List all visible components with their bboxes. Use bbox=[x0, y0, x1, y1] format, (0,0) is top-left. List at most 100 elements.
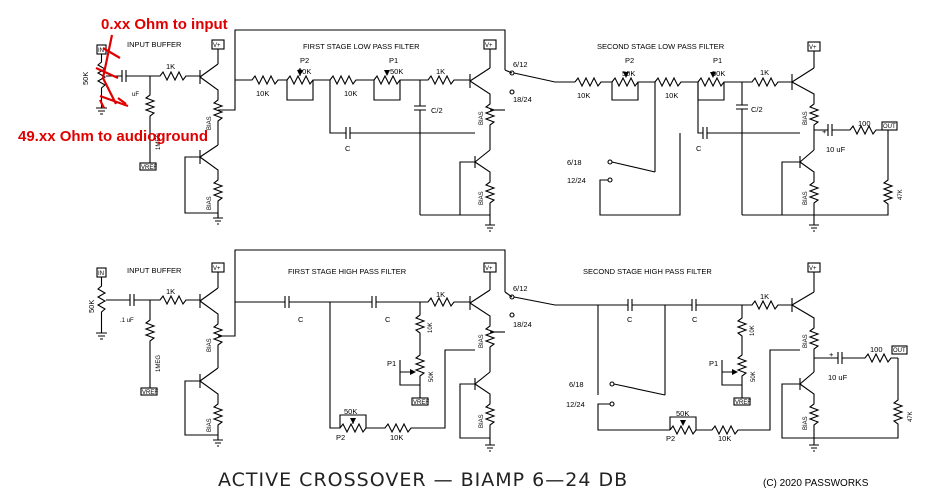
svg-text:P2: P2 bbox=[625, 56, 634, 65]
svg-text:V+: V+ bbox=[213, 266, 221, 272]
page-title: ACTIVE CROSSOVER — BIAMP 6—24 DB bbox=[218, 469, 628, 491]
svg-text:6/18: 6/18 bbox=[569, 380, 584, 389]
svg-text:BIAS: BIAS bbox=[479, 111, 485, 125]
svg-text:BIAS: BIAS bbox=[207, 116, 213, 130]
svg-text:V+: V+ bbox=[213, 43, 221, 49]
svg-text:V+: V+ bbox=[485, 266, 493, 272]
order-switch-bottom: 6/12 18/24 bbox=[504, 284, 598, 329]
svg-text:P1: P1 bbox=[387, 359, 396, 368]
svg-text:47K: 47K bbox=[908, 411, 914, 422]
svg-text:C: C bbox=[627, 315, 633, 324]
svg-text:10K: 10K bbox=[665, 91, 678, 100]
svg-text:50K: 50K bbox=[622, 69, 635, 78]
annotation-bottom: 49.xx Ohm to audioground bbox=[18, 128, 208, 145]
svg-text:VREF: VREF bbox=[413, 400, 429, 406]
svg-text:C: C bbox=[696, 144, 702, 153]
svg-text:BIAS: BIAS bbox=[207, 338, 213, 352]
svg-text:BIAS: BIAS bbox=[479, 414, 485, 428]
svg-text:P2: P2 bbox=[336, 433, 345, 442]
second-stage-low-pass: SECOND STAGE LOW PASS FILTER 10K P2 50K … bbox=[567, 41, 904, 232]
svg-text:V+: V+ bbox=[809, 266, 817, 272]
svg-text:50K: 50K bbox=[390, 67, 403, 76]
svg-text:6/12: 6/12 bbox=[513, 284, 528, 293]
annotation-top: 0.xx Ohm to input bbox=[101, 16, 228, 33]
svg-text:10 uF: 10 uF bbox=[828, 373, 848, 382]
svg-text:10K: 10K bbox=[750, 325, 756, 336]
svg-text:18/24: 18/24 bbox=[513, 320, 532, 329]
svg-text:47K: 47K bbox=[898, 189, 904, 200]
svg-text:P1: P1 bbox=[389, 56, 398, 65]
svg-text:P2: P2 bbox=[300, 56, 309, 65]
svg-text:C/2: C/2 bbox=[431, 106, 443, 115]
first-stage-high-pass: FIRST STAGE HIGH PASS FILTER C C 1K 10K … bbox=[235, 262, 505, 452]
svg-text:50K: 50K bbox=[298, 67, 311, 76]
svg-text:.1 uF: .1 uF bbox=[120, 318, 134, 324]
svg-text:50K: 50K bbox=[429, 371, 435, 382]
svg-text:BIAS: BIAS bbox=[803, 111, 809, 125]
first-stage-low-pass: FIRST STAGE LOW PASS FILTER 10K P2 50K 1… bbox=[235, 39, 505, 232]
svg-text:10K: 10K bbox=[390, 433, 403, 442]
svg-text:SECOND STAGE LOW PASS FILTER: SECOND STAGE LOW PASS FILTER bbox=[597, 42, 725, 51]
svg-text:10K: 10K bbox=[344, 89, 357, 98]
vref-box-top bbox=[139, 162, 157, 171]
svg-text:10K: 10K bbox=[577, 91, 590, 100]
svg-text:BIAS: BIAS bbox=[207, 196, 213, 210]
svg-text:50K: 50K bbox=[712, 69, 725, 78]
high-pass-channel: IN 50K .1 uF 1MEG VREF 1K INPUT BUFFER V… bbox=[87, 249, 914, 452]
svg-text:+: + bbox=[829, 350, 834, 359]
svg-text:BIAS: BIAS bbox=[803, 416, 809, 430]
svg-text:18/24: 18/24 bbox=[513, 95, 532, 104]
svg-text:50K: 50K bbox=[344, 407, 357, 416]
second-stage-high-pass: SECOND STAGE HIGH PASS FILTER C C 1K 6/1… bbox=[566, 262, 914, 452]
input-buffer-title-top: INPUT BUFFER bbox=[127, 40, 182, 49]
svg-text:C: C bbox=[298, 315, 304, 324]
svg-text:BIAS: BIAS bbox=[479, 191, 485, 205]
svg-text:10K: 10K bbox=[428, 322, 434, 333]
input-buffer-top: IN 50K uF 1MEG VREF 1K INPUT BUFFER V+ B… bbox=[81, 29, 506, 225]
svg-text:C: C bbox=[345, 144, 351, 153]
low-pass-channel: IN 50K uF 1MEG VREF 1K INPUT BUFFER V+ B… bbox=[81, 29, 904, 232]
svg-text:1K: 1K bbox=[760, 292, 769, 301]
cin-label-top: uF bbox=[132, 92, 139, 98]
r1k-buffer-top: 1K bbox=[166, 62, 175, 71]
svg-text:VREF: VREF bbox=[142, 390, 158, 396]
svg-text:1K: 1K bbox=[436, 290, 445, 299]
svg-text:INPUT BUFFER: INPUT BUFFER bbox=[127, 266, 182, 275]
r1meg-top: 1MEG bbox=[156, 133, 162, 150]
input-buffer-bottom: IN 50K .1 uF 1MEG VREF 1K INPUT BUFFER V… bbox=[87, 249, 506, 447]
svg-text:C/2: C/2 bbox=[751, 105, 763, 114]
svg-text:100: 100 bbox=[870, 345, 883, 354]
svg-text:6/18: 6/18 bbox=[567, 158, 582, 167]
svg-text:12/24: 12/24 bbox=[566, 400, 585, 409]
svg-text:OUT: OUT bbox=[883, 124, 896, 130]
svg-text:OUT: OUT bbox=[893, 348, 906, 354]
svg-text:1K: 1K bbox=[436, 67, 445, 76]
red-annotations: 0.xx Ohm to input 49.xx Ohm to audiogrou… bbox=[18, 16, 228, 145]
svg-text:C: C bbox=[385, 315, 391, 324]
svg-text:50K: 50K bbox=[87, 300, 96, 313]
svg-text:10 uF: 10 uF bbox=[826, 145, 846, 154]
svg-text:BIAS: BIAS bbox=[803, 334, 809, 348]
svg-text:BIAS: BIAS bbox=[479, 334, 485, 348]
svg-text:10K: 10K bbox=[256, 89, 269, 98]
lp1-title: FIRST STAGE LOW PASS FILTER bbox=[303, 42, 420, 51]
copyright: (C) 2020 PASSWORKS bbox=[763, 478, 869, 489]
svg-text:P2: P2 bbox=[666, 434, 675, 443]
svg-text:6/12: 6/12 bbox=[513, 60, 528, 69]
svg-text:SECOND STAGE HIGH PASS FILTER: SECOND STAGE HIGH PASS FILTER bbox=[583, 267, 712, 276]
svg-text:VREF: VREF bbox=[735, 400, 751, 406]
in-label-top: IN bbox=[98, 48, 104, 54]
svg-text:BIAS: BIAS bbox=[803, 191, 809, 205]
svg-text:+: + bbox=[822, 127, 827, 136]
order-switch-top: 6/12 18/24 bbox=[504, 60, 575, 104]
svg-text:50K: 50K bbox=[751, 371, 757, 382]
svg-text:10K: 10K bbox=[718, 434, 731, 443]
svg-text:V+: V+ bbox=[809, 45, 817, 51]
svg-text:100: 100 bbox=[858, 119, 871, 128]
svg-text:V+: V+ bbox=[485, 43, 493, 49]
svg-text:1K: 1K bbox=[760, 68, 769, 77]
svg-text:12/24: 12/24 bbox=[567, 176, 586, 185]
svg-text:C: C bbox=[692, 315, 698, 324]
svg-text:FIRST STAGE HIGH PASS FILTER: FIRST STAGE HIGH PASS FILTER bbox=[288, 267, 407, 276]
